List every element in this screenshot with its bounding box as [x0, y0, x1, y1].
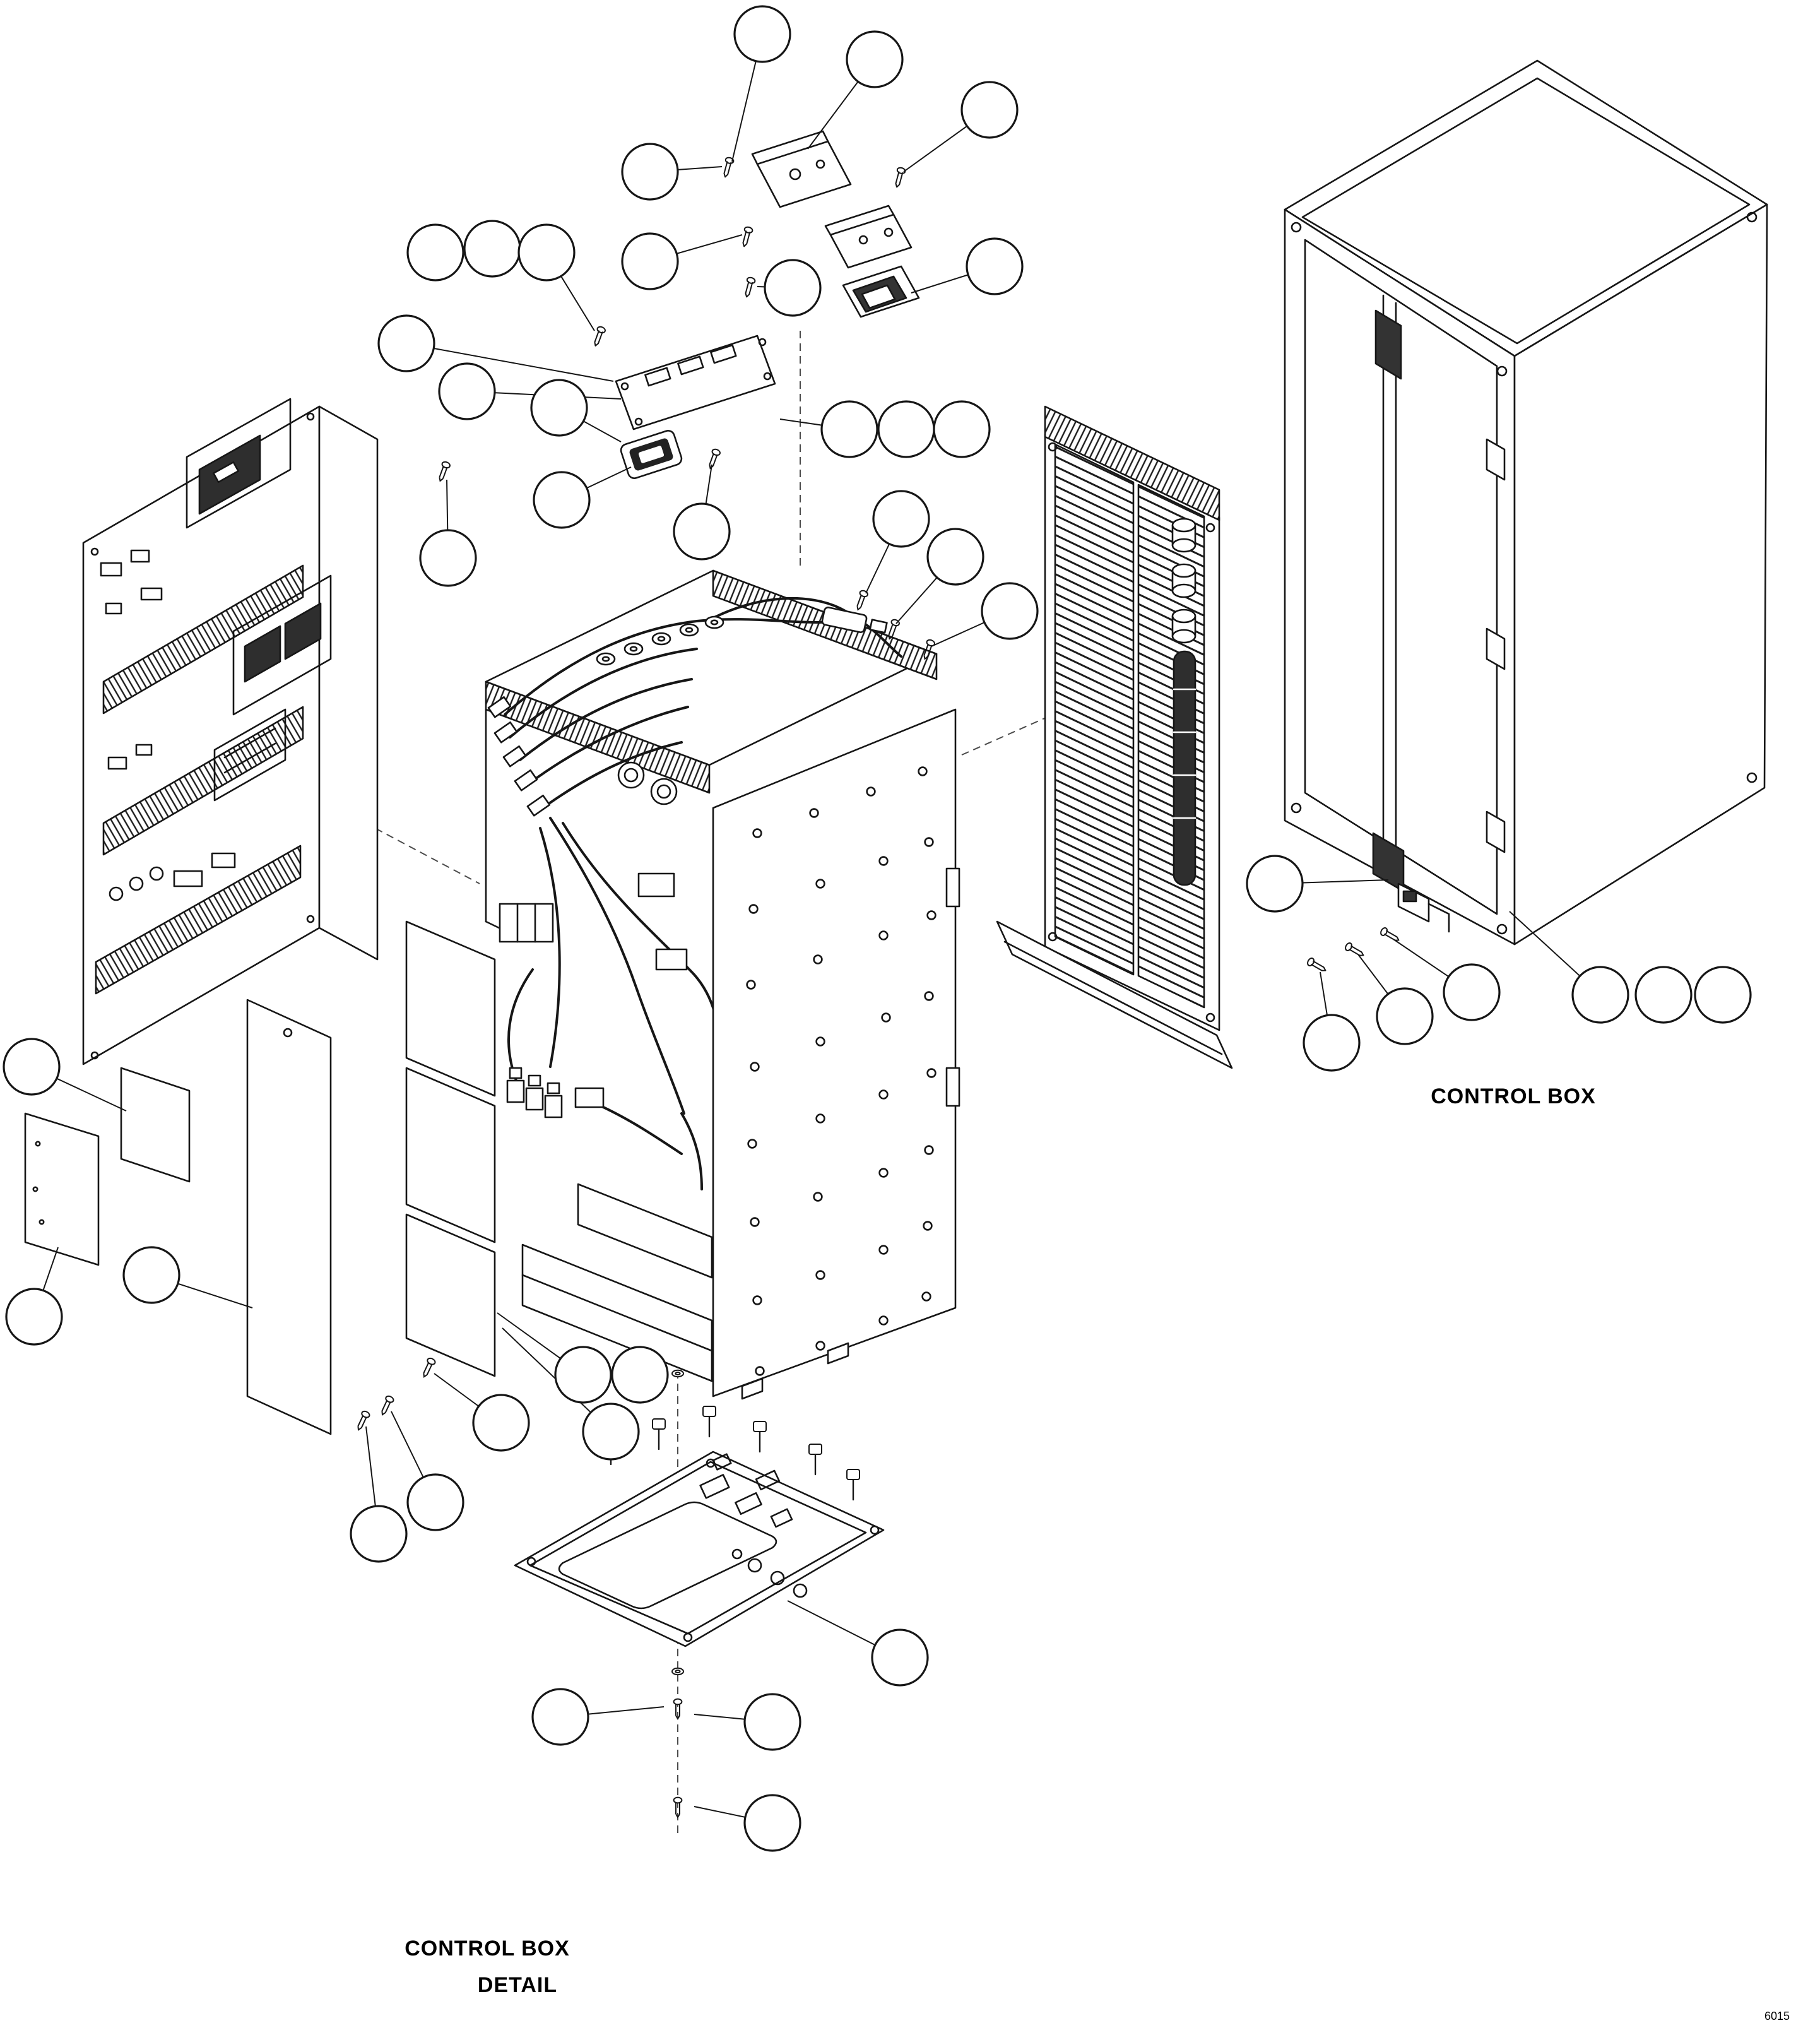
adhesive-sheets — [24, 1067, 191, 1266]
callout-balloon — [846, 30, 904, 88]
door-hinge — [1486, 438, 1506, 481]
assembled-control-box — [1284, 59, 1768, 946]
callout-balloon — [377, 314, 435, 372]
gasket-opening — [558, 1501, 777, 1610]
callout-balloon — [419, 529, 477, 587]
heatsink-capacitor-panel — [1044, 405, 1220, 1031]
callout-balloon — [733, 5, 791, 63]
callout-balloon — [621, 143, 679, 201]
door-hinge — [1486, 810, 1506, 853]
callout-balloon — [764, 259, 822, 317]
base-plate-assembly — [514, 1405, 885, 1647]
callout-balloon — [1571, 966, 1629, 1024]
door-hinge — [1486, 627, 1506, 670]
wiring-harness — [504, 596, 902, 1190]
label-control-box: CONTROL BOX — [1431, 1084, 1596, 1108]
callout-balloon — [960, 81, 1019, 139]
callout-balloon — [743, 1693, 801, 1751]
callout-balloon — [533, 471, 591, 529]
tall-side-panel — [246, 999, 332, 1435]
callout-balloon — [582, 1403, 640, 1461]
callout-balloon — [871, 1629, 929, 1687]
rocker-switch — [620, 430, 683, 479]
callout-balloon — [530, 379, 588, 437]
control-box-door — [1304, 239, 1498, 915]
callout-balloons — [3, 5, 1752, 1852]
callout-balloon — [406, 223, 464, 282]
callout-balloon — [463, 220, 521, 278]
callout-balloon — [517, 223, 576, 282]
callout-balloon — [472, 1394, 530, 1452]
callout-leader — [406, 343, 614, 382]
callout-balloon — [981, 582, 1039, 640]
harness-connectors — [487, 607, 888, 817]
callout-balloon — [820, 400, 878, 458]
label-control-box-detail-1: CONTROL BOX — [405, 1937, 570, 1961]
callout-balloon — [621, 232, 679, 290]
callout-balloon — [1376, 987, 1434, 1045]
callout-balloon — [673, 502, 731, 561]
callout-balloon — [966, 237, 1024, 295]
callout-balloon — [1443, 963, 1501, 1021]
callout-balloon — [926, 528, 984, 586]
left-component-panel — [82, 398, 379, 1065]
connector-plate-assembly — [591, 324, 776, 430]
callout-balloon — [1303, 1014, 1361, 1072]
stacked-insulation-panels — [405, 920, 496, 1377]
callout-balloon — [5, 1288, 63, 1346]
callout-balloon — [406, 1473, 464, 1531]
callout-balloon — [1634, 966, 1693, 1024]
callout-balloon — [3, 1038, 61, 1096]
capacitors — [1171, 518, 1197, 886]
callout-balloon — [438, 362, 496, 420]
main-chassis-harness — [485, 569, 938, 1382]
callout-balloon — [1246, 855, 1304, 913]
panel-screw-holes — [746, 766, 937, 1376]
chassis-components — [499, 872, 713, 1382]
callout-balloon — [122, 1246, 180, 1304]
label-drawing-number: 6015 — [1764, 2010, 1790, 2022]
bottom-deflector-panel — [996, 920, 1233, 1069]
callout-balloon — [611, 1346, 669, 1404]
top-mounting-brackets — [720, 130, 920, 318]
latch-assembly — [1305, 882, 1450, 975]
side-mounting-panel — [712, 708, 960, 1400]
callout-balloon — [743, 1794, 801, 1852]
callout-balloon — [531, 1688, 589, 1746]
callout-balloon — [1694, 966, 1752, 1024]
callout-balloon — [554, 1346, 612, 1404]
callout-balloon — [872, 490, 930, 548]
callout-balloon — [933, 400, 991, 458]
callout-balloon — [350, 1505, 408, 1563]
label-control-box-detail-2: DETAIL — [478, 1973, 557, 1997]
callout-balloon — [877, 400, 935, 458]
